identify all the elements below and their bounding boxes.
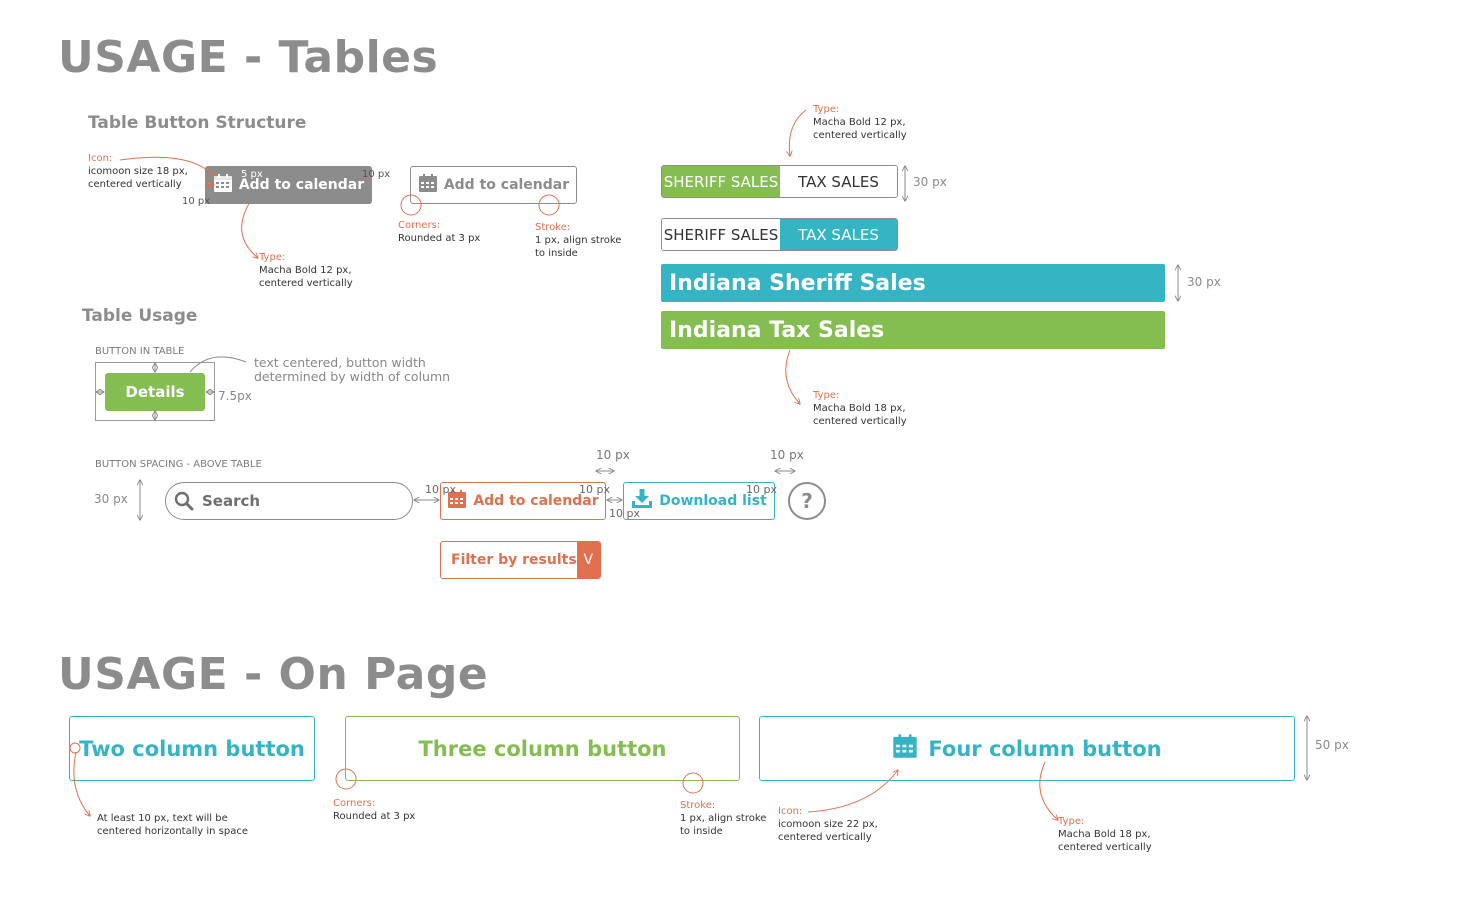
calendar-icon bbox=[418, 173, 438, 197]
download-icon bbox=[631, 489, 653, 513]
three-column-button[interactable]: Three column button bbox=[345, 716, 740, 781]
add-to-calendar-outline-button[interactable]: Add to calendar bbox=[410, 166, 577, 204]
details-button[interactable]: Details bbox=[105, 373, 205, 411]
download-list-button[interactable]: Download list bbox=[623, 482, 775, 520]
add-to-calendar-filled-button[interactable]: Add to calendar bbox=[205, 166, 372, 204]
icon-note-large-title: Icon: bbox=[778, 806, 803, 817]
download-list-label: Download list bbox=[659, 493, 767, 509]
tab-sheriff-sales[interactable]: SHERIFF SALES bbox=[662, 166, 780, 197]
type-note-large-line2: centered vertically bbox=[1058, 842, 1152, 853]
add-to-calendar-label: Add to calendar bbox=[473, 493, 599, 509]
gap-label-d: 10 px bbox=[746, 483, 777, 496]
icon-note-line1: icomoon size 18 px, bbox=[88, 166, 188, 177]
gap-label-b: 10 px bbox=[579, 483, 610, 496]
banner-type-note-line2: centered vertically bbox=[813, 416, 907, 427]
two-column-button[interactable]: Two column button bbox=[69, 716, 315, 781]
stroke-note-title: Stroke: bbox=[680, 800, 716, 811]
search-icon bbox=[174, 491, 194, 511]
help-icon[interactable]: ? bbox=[788, 482, 826, 520]
banner-type-note-line1: Macha Bold 18 px, bbox=[813, 403, 906, 414]
tabs-type-note-title: Type: bbox=[813, 104, 840, 115]
banners-height-label: 30 px bbox=[1187, 275, 1221, 289]
tabs-type-note-line2: centered vertically bbox=[813, 130, 907, 141]
details-padding-label: 7.5px bbox=[218, 389, 252, 403]
icon-note-large-line1: icomoon size 22 px, bbox=[778, 819, 878, 830]
gap-label-f: 10 px bbox=[770, 448, 804, 462]
gap-label-a: 10 px bbox=[425, 483, 456, 496]
calendar-icon bbox=[447, 489, 467, 513]
corners-note-small-title: Corners: bbox=[398, 220, 441, 231]
button-in-table-caption: BUTTON IN TABLE bbox=[95, 346, 185, 357]
type-note-small: Type: Macha Bold 12 px, centered vertica… bbox=[259, 251, 353, 290]
padding-left-label: 10 px bbox=[182, 196, 211, 207]
calendar-icon bbox=[892, 733, 918, 764]
banner-indiana-tax-sales: Indiana Tax Sales bbox=[661, 311, 1165, 349]
search-input[interactable]: Search bbox=[165, 482, 413, 520]
stroke-note-small-line2: to inside bbox=[535, 248, 578, 259]
four-column-button[interactable]: Four column button bbox=[759, 716, 1295, 781]
corners-note-line1: Rounded at 3 px bbox=[333, 811, 416, 822]
icon-note-large: Icon: icomoon size 22 px, centered verti… bbox=[778, 805, 878, 844]
tabs-type-note-line1: Macha Bold 12 px, bbox=[813, 117, 906, 128]
corners-note-small: Corners: Rounded at 3 px bbox=[398, 219, 480, 245]
type-note-large: Type: Macha Bold 18 px, centered vertica… bbox=[1058, 815, 1152, 854]
tab-group-sheriff-active: SHERIFF SALES TAX SALES bbox=[661, 165, 898, 198]
icon-note-line2: centered vertically bbox=[88, 179, 182, 190]
tab-tax-sales[interactable]: TAX SALES bbox=[780, 219, 897, 250]
tab-sheriff-sales[interactable]: SHERIFF SALES bbox=[662, 219, 780, 250]
chevron-down-icon: V bbox=[576, 542, 600, 578]
tabs-height-label: 30 px bbox=[913, 175, 947, 189]
button-spacing-caption: BUTTON SPACING - ABOVE TABLE bbox=[95, 459, 262, 470]
details-note: text centered, button width determined b… bbox=[254, 356, 450, 384]
filter-by-results-select[interactable]: Filter by results V bbox=[440, 541, 601, 579]
corners-note: Corners: Rounded at 3 px bbox=[333, 797, 415, 823]
icon-note-title: Icon: bbox=[88, 153, 113, 164]
type-note-small-line1: Macha Bold 12 px, bbox=[259, 265, 352, 276]
details-note-line1: text centered, button width bbox=[254, 355, 426, 370]
four-column-label: Four column button bbox=[928, 736, 1162, 761]
stroke-note-line1: 1 px, align stroke bbox=[680, 813, 767, 824]
icon-note: Icon: icomoon size 18 px, centered verti… bbox=[88, 152, 188, 191]
tab-group-tax-active: SHERIFF SALES TAX SALES bbox=[661, 218, 898, 251]
add-to-calendar-outline-label: Add to calendar bbox=[443, 177, 570, 193]
type-note-large-title: Type: bbox=[1058, 816, 1085, 827]
gap-label-e: 10 px bbox=[596, 448, 630, 462]
padding-right-label: 10 px bbox=[362, 169, 391, 180]
spacing-note-line2: centered horizontally in space bbox=[97, 826, 249, 837]
button-structure-heading: Table Button Structure bbox=[88, 113, 307, 133]
type-note-small-title: Type: bbox=[259, 252, 286, 263]
stroke-note-small-line1: 1 px, align stroke bbox=[535, 235, 622, 246]
calendar-icon bbox=[213, 173, 233, 197]
banner-type-note: Type: Macha Bold 18 px, centered vertica… bbox=[813, 389, 907, 428]
corners-note-title: Corners: bbox=[333, 798, 376, 809]
icon-note-large-line2: centered vertically bbox=[778, 832, 872, 843]
spacing-note-line1: At least 10 px, text will be bbox=[97, 813, 228, 824]
spacing-note: At least 10 px, text will be centered ho… bbox=[97, 812, 248, 838]
search-placeholder: Search bbox=[202, 492, 261, 510]
add-to-calendar-button[interactable]: Add to calendar bbox=[440, 482, 606, 520]
page-section-title: USAGE - On Page bbox=[58, 649, 489, 700]
tabs-type-note: Type: Macha Bold 12 px, centered vertica… bbox=[813, 103, 907, 142]
gap-label-c: 10 px bbox=[609, 507, 640, 520]
add-to-calendar-filled-label: Add to calendar bbox=[238, 177, 365, 193]
tab-tax-sales[interactable]: TAX SALES bbox=[780, 166, 897, 197]
type-note-small-line2: centered vertically bbox=[259, 278, 353, 289]
stroke-note-line2: to inside bbox=[680, 826, 723, 837]
filter-label: Filter by results bbox=[451, 552, 577, 568]
stroke-note-small: Stroke: 1 px, align stroke to inside bbox=[535, 221, 621, 260]
stroke-note-small-title: Stroke: bbox=[535, 222, 571, 233]
padding-top-label: 5 px bbox=[241, 169, 263, 180]
details-note-line2: determined by width of column bbox=[254, 369, 451, 384]
banner-indiana-sheriff-sales: Indiana Sheriff Sales bbox=[661, 264, 1165, 302]
row-height-label: 30 px bbox=[94, 492, 128, 506]
corners-note-small-line1: Rounded at 3 px bbox=[398, 233, 481, 244]
height-label: 50 px bbox=[1315, 738, 1349, 752]
tables-section-title: USAGE - Tables bbox=[58, 32, 439, 83]
banner-type-note-title: Type: bbox=[813, 390, 840, 401]
type-note-large-line1: Macha Bold 18 px, bbox=[1058, 829, 1151, 840]
table-usage-heading: Table Usage bbox=[82, 306, 198, 326]
stroke-note: Stroke: 1 px, align stroke to inside bbox=[680, 799, 766, 838]
